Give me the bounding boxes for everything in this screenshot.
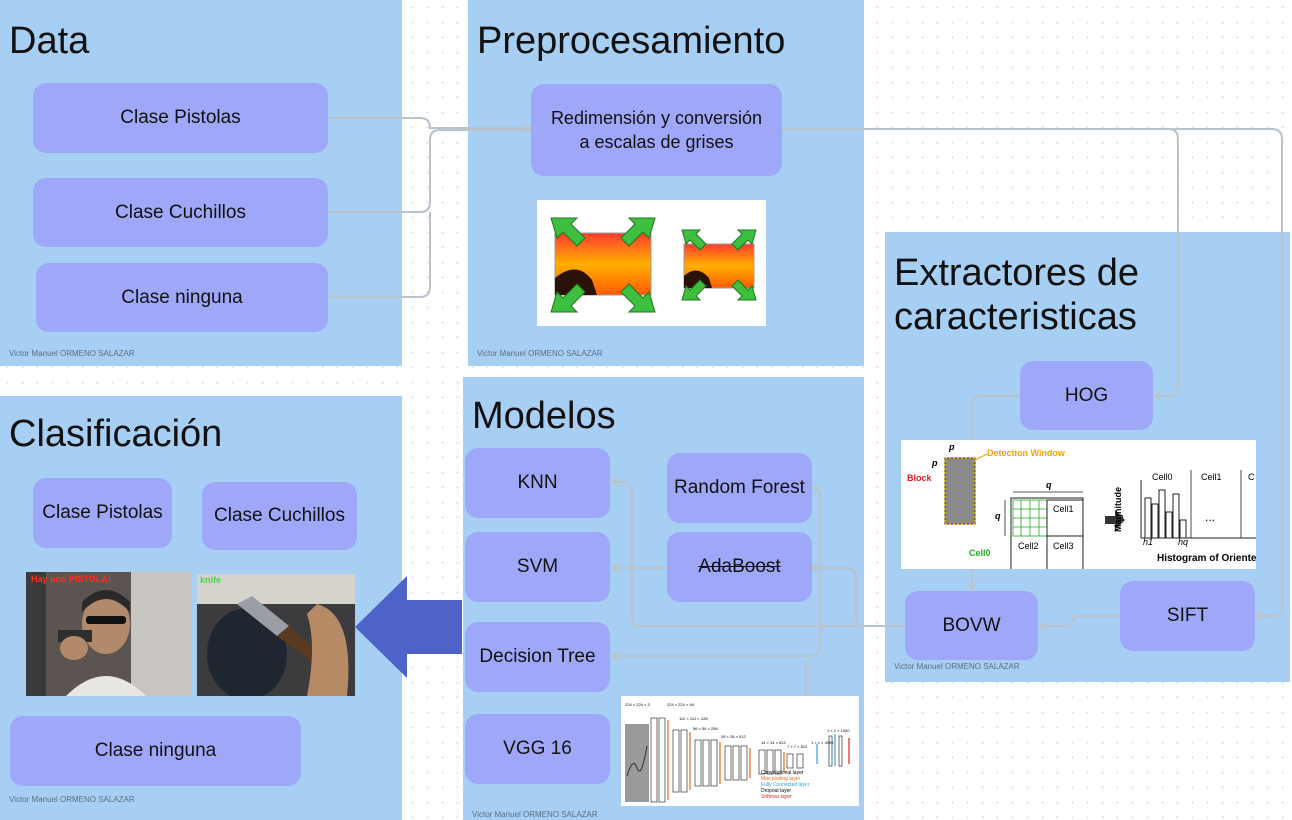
photo-knife-graphic [197,574,355,696]
photo-pistola: Hay uno PISTOLA! [26,572,191,696]
hog-histogram-label: Histogram of Oriente [1157,553,1256,564]
vgg-legend-softmax: Softmax layer [761,794,792,800]
clasificacion-panel-title: Clasificación [9,413,223,455]
vgg-dim-1: 224 × 224 × 64 [667,702,694,707]
vgg-dim-4: 28 × 28 × 512 [721,734,746,739]
hog-cell1-label: Cell1 [1053,504,1074,514]
photo-knife-label: knife [200,575,222,585]
vgg-dim-5: 14 × 14 × 512 [761,740,786,745]
preprocesamiento-panel-credit: Victor Manuel ORMENO SALAZAR [477,349,603,358]
vgg16-architecture-figure: 224 × 224 × 3 224 × 224 × 64 112 × 112 ×… [621,696,859,806]
data-node-pistolas[interactable]: Clase Pistolas [33,83,328,153]
hog-magnitude-label: Magnitude [1113,487,1123,532]
knn-node[interactable]: KNN [465,448,610,518]
sift-node[interactable]: SIFT [1120,581,1255,651]
hog-node[interactable]: HOG [1020,361,1153,430]
hog-cell0-label: Cell0 [969,548,991,558]
hog-h1-label: h1 [1143,537,1154,547]
hog-hq-label: hq [1178,537,1189,547]
vgg16-node[interactable]: VGG 16 [465,714,610,784]
extractores-panel-credit: Victor Manuel ORMENO SALAZAR [894,662,1020,671]
vgg-dim-0: 224 × 224 × 3 [625,702,650,707]
hog-hist-cell1-label: Cell1 [1201,472,1222,482]
modelos-panel-title: Modelos [472,395,616,437]
hog-q-side: q [995,511,1001,521]
data-panel-title: Data [9,20,90,62]
hog-hist-cell0-label: Cell0 [1152,472,1173,482]
vgg-dim-3: 56 × 56 × 256 [693,726,718,731]
random-forest-node[interactable]: Random Forest [667,453,812,523]
class-node-ninguna[interactable]: Clase ninguna [10,716,301,786]
vgg-legend-pool: Max pooling layer [761,776,801,782]
clasificacion-panel-credit: Victor Manuel ORMENO SALAZAR [9,795,135,804]
vgg-legend-dropout: Dropout layer [761,788,792,794]
hog-q-top: q [1046,480,1052,490]
vgg-dim-2: 112 × 112 × 128 [679,716,708,721]
photo-pistola-graphic [26,572,191,696]
vgg16-architecture-graphics [625,717,850,803]
data-node-ninguna[interactable]: Clase ninguna [36,263,328,332]
class-node-cuchillos[interactable]: Clase Cuchillos [202,482,357,550]
hog-block-label: Block [907,473,932,483]
hog-cell3-label: Cell3 [1053,541,1074,551]
hog-p-side: p [932,458,938,468]
data-panel-credit: Victor Manuel ORMENO SALAZAR [9,349,135,358]
vgg-dim-7: 1 × 1 × 4096 [811,740,834,745]
hog-p-top: p [949,442,955,452]
photo-knife: knife [197,574,355,696]
extractores-panel-title: Extractores de caracteristicas [894,252,1139,338]
hog-detection-window-label: Detection Window [987,448,1065,458]
photo-pistola-label: Hay uno PISTOLA! [31,574,111,584]
vgg-legend-conv: Convolutional layer [761,770,804,776]
hog-hist-ellipsis: ... [1205,510,1216,524]
class-node-pistolas[interactable]: Clase Pistolas [33,478,172,548]
resize-illustration [537,200,766,326]
hog-hist-c-label: C [1248,472,1255,482]
data-node-cuchillos[interactable]: Clase Cuchillos [33,178,328,247]
hog-figure: p p Detection Window Block q q Cell0 Cel… [901,440,1256,569]
decision-tree-node[interactable]: Decision Tree [465,622,610,692]
preprocess-node[interactable]: Redimensión y conversión a escalas de gr… [531,84,782,176]
vgg-dim-6: 7 × 7 × 512 [787,744,808,749]
hog-cell2-label: Cell2 [1018,541,1039,551]
adaboost-node[interactable]: AdaBoost [667,532,812,602]
hog-figure-graphics [944,453,1256,569]
vgg-dim-8: 1 × 1 × 1000 [827,728,850,733]
preprocesamiento-panel-title: Preprocesamiento [477,20,786,62]
vgg-legend-fc: Fully Connected layer [761,782,810,788]
modelos-panel-credit: Victor Manuel ORMENO SALAZAR [472,810,598,819]
resize-arrows-icon [550,217,757,313]
bovw-node[interactable]: BOVW [905,591,1038,660]
svm-node[interactable]: SVM [465,532,610,602]
